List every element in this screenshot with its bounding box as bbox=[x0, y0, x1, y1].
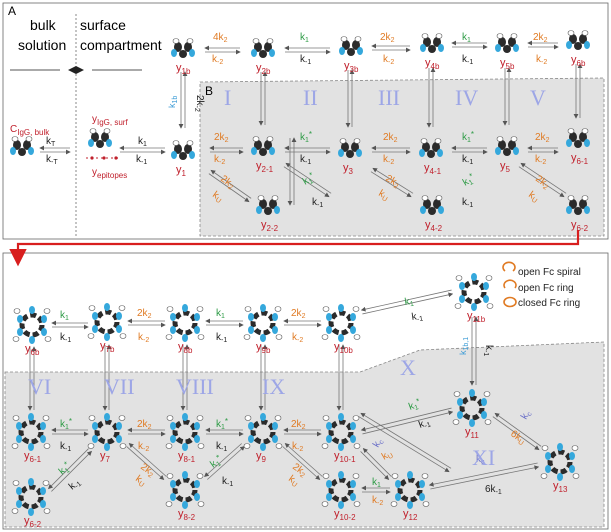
bulk-label-2: solution bbox=[18, 37, 66, 53]
roman-9: IX bbox=[262, 374, 285, 399]
legend-item-closed-ring: closed Fc ring bbox=[518, 298, 580, 309]
roman-3: III bbox=[378, 85, 400, 110]
legend-item-open-ring: open Fc ring bbox=[518, 283, 574, 294]
roman-8: VIII bbox=[176, 374, 214, 399]
roman-10: X bbox=[400, 355, 416, 380]
panel-label-b: B bbox=[205, 84, 213, 98]
roman-11: XI bbox=[472, 445, 495, 470]
roman-2: II bbox=[303, 85, 318, 110]
roman-4: IV bbox=[455, 85, 478, 110]
roman-5: V bbox=[530, 85, 546, 110]
legend-item-spiral: open Fc spiral bbox=[518, 267, 581, 278]
roman-6: VI bbox=[28, 374, 51, 399]
surface-label-2: compartment bbox=[80, 37, 162, 53]
roman-7: VII bbox=[104, 374, 135, 399]
surface-label-1: surface bbox=[80, 17, 126, 33]
panel-label-a: A bbox=[8, 4, 16, 18]
roman-1: I bbox=[224, 85, 231, 110]
bulk-label-1: bulk bbox=[30, 17, 57, 33]
